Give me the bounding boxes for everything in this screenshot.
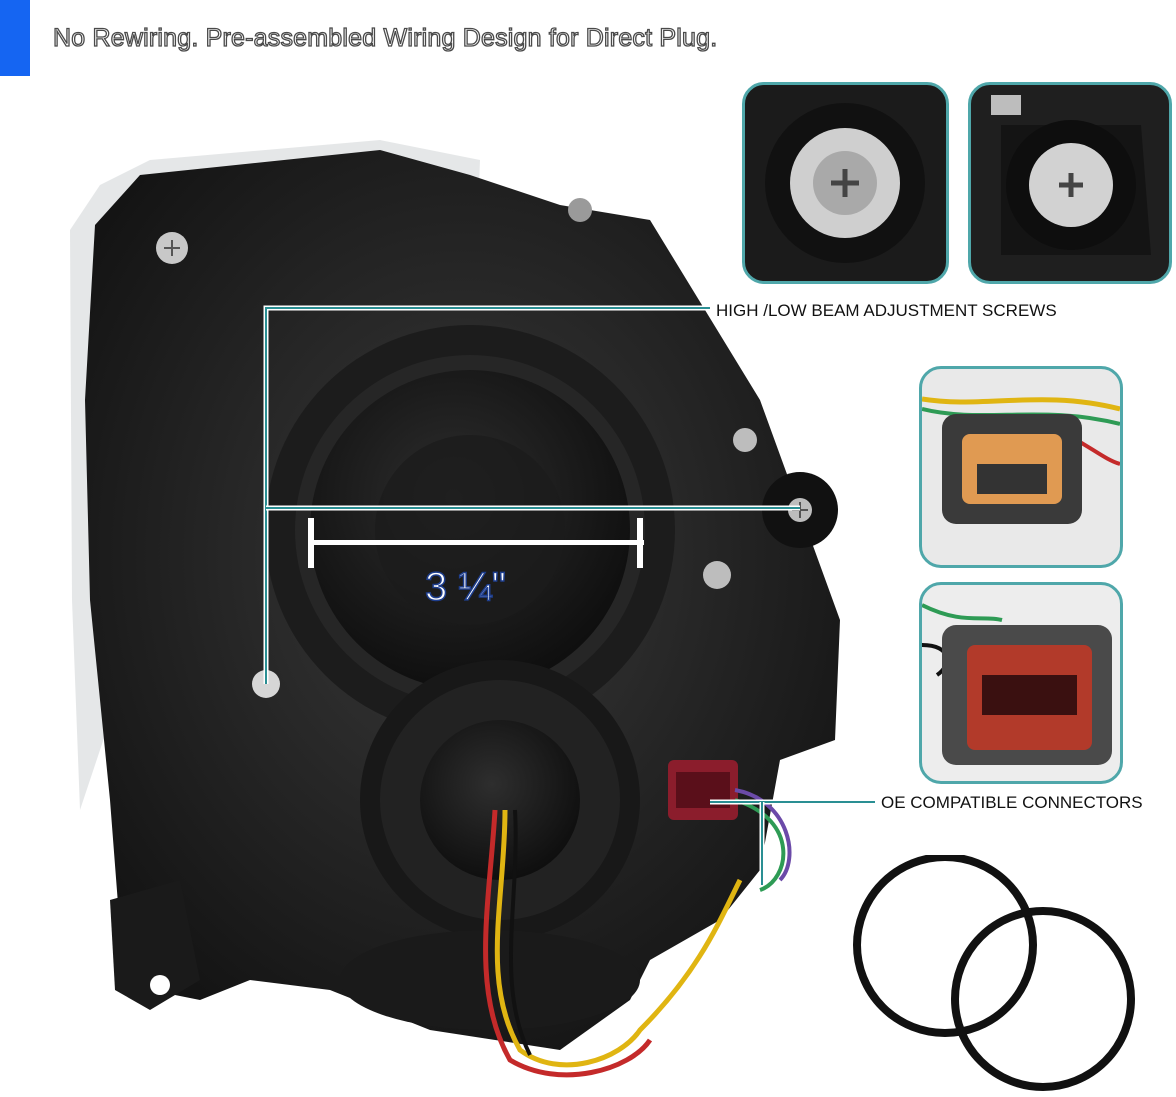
o-rings-image — [853, 855, 1135, 1091]
thumbnail-screw-closeup-2 — [968, 82, 1172, 284]
dimension-label: 3 ¼" — [424, 564, 506, 610]
accent-bar — [0, 0, 30, 76]
thumbnail-connector-1 — [919, 366, 1123, 568]
callout-oe-connectors: OE COMPATIBLE CONNECTORS — [881, 793, 1143, 812]
thumbnail-connector-2 — [919, 582, 1123, 784]
callout-adjustment-screws: HIGH /LOW BEAM ADJUSTMENT SCREWS — [716, 301, 1057, 320]
thumbnail-screw-closeup-1 — [742, 82, 949, 284]
headline: No Rewiring. Pre-assembled Wiring Design… — [52, 23, 718, 52]
